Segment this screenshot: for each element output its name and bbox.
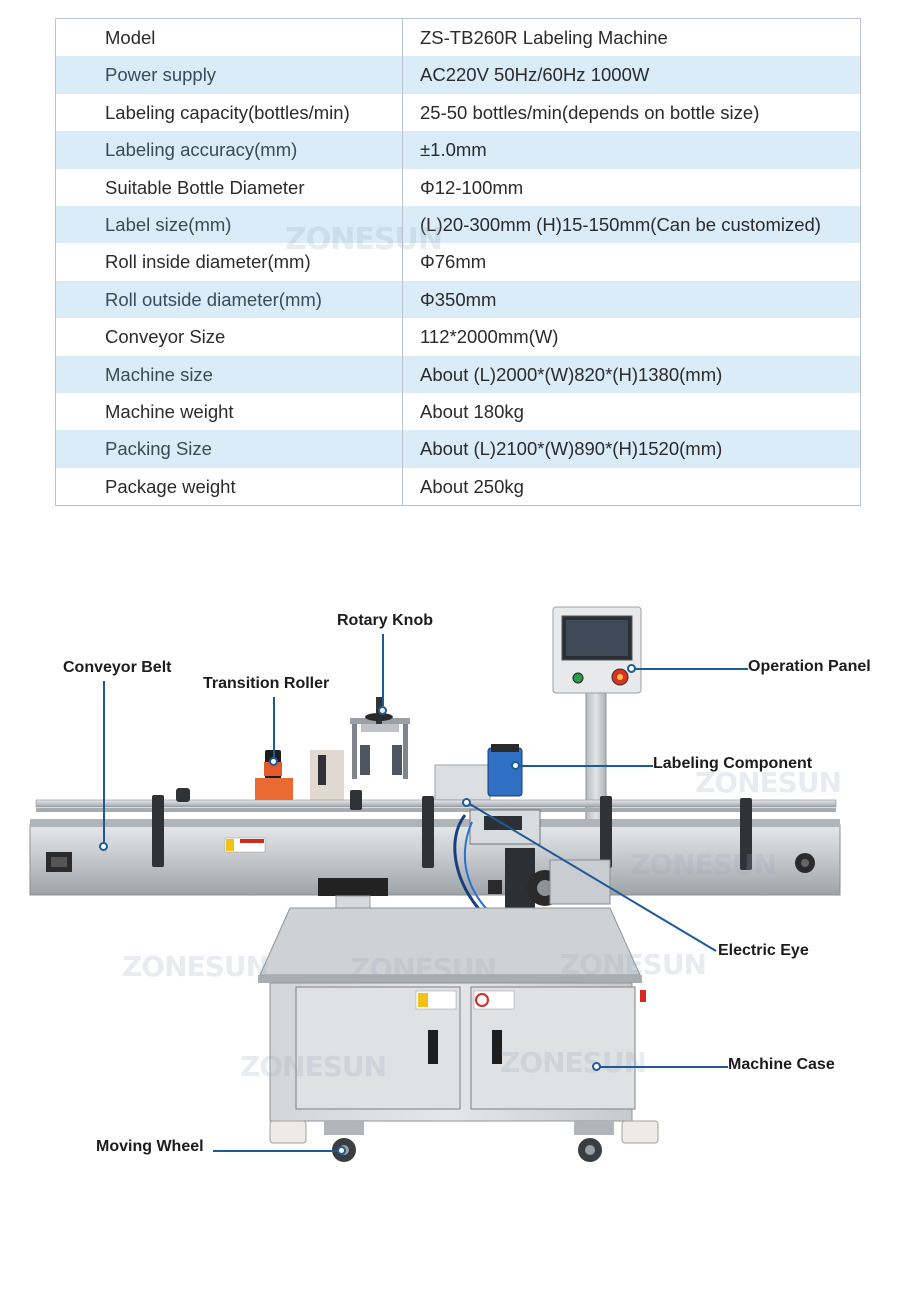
leader-line-transition-roller <box>273 697 275 759</box>
leader-dot-moving-wheel <box>337 1146 346 1155</box>
spec-label: Roll inside diameter(mm) <box>56 243 403 281</box>
leader-dot-machine-case <box>592 1062 601 1071</box>
spec-value: 112*2000mm(W) <box>420 326 559 348</box>
spec-label: Conveyor Size <box>56 318 403 356</box>
spec-row-model: Model ZS-TB260R Labeling Machine <box>56 19 860 57</box>
watermark-logo: ZONESUN <box>285 222 443 257</box>
spec-value: (L)20-300mm (H)15-150mm(Can be customize… <box>420 213 821 235</box>
watermark-logo: ZONESUN <box>695 766 842 799</box>
leader-dot-transition-roller <box>269 757 278 766</box>
spec-row-packing-size: Packing Size About (L)2100*(W)890*(H)152… <box>56 430 860 468</box>
spec-row-machine-size: Machine size About (L)2000*(W)820*(H)138… <box>56 355 860 393</box>
callout-moving-wheel: Moving Wheel <box>96 1138 204 1155</box>
leader-dot-rotary-knob <box>378 706 387 715</box>
spec-label: Packing Size <box>56 430 403 468</box>
leader-line-moving-wheel <box>213 1150 339 1152</box>
spec-value: About (L)2100*(W)890*(H)1520(mm) <box>420 438 723 460</box>
watermark-logo: ZONESUN <box>350 952 497 985</box>
spec-row-roll-outside-diameter: Roll outside diameter(mm) Φ350mm <box>56 280 860 319</box>
labeling-machine-illustration <box>29 606 841 1162</box>
leader-dot-electric-eye <box>462 798 471 807</box>
spec-row-power-supply: Power supply AC220V 50Hz/60Hz 1000W <box>56 56 860 94</box>
leader-line-labeling-component <box>519 765 653 767</box>
spec-label: Package weight <box>56 467 403 506</box>
machine-diagram: ZONESUN ZONESUN ZONESUN ZONESUN ZONESUN … <box>0 590 900 1190</box>
spec-value: Φ350mm <box>420 288 497 310</box>
spec-row-bottle-diameter: Suitable Bottle Diameter Φ12-100mm <box>56 168 860 206</box>
leader-line-operation-panel <box>634 668 748 670</box>
callout-machine-case: Machine Case <box>728 1056 835 1073</box>
callout-rotary-knob: Rotary Knob <box>337 612 433 629</box>
spec-value: ZS-TB260R Labeling Machine <box>420 27 668 48</box>
spec-table: Model ZS-TB260R Labeling Machine Power s… <box>55 18 861 507</box>
leader-line-conveyor-belt <box>103 681 105 844</box>
spec-label: Label size(mm) <box>56 205 403 244</box>
spec-value: Φ76mm <box>420 251 487 273</box>
watermark-logo: ZONESUN <box>630 848 777 881</box>
callout-electric-eye: Electric Eye <box>718 942 809 959</box>
spec-value: AC220V 50Hz/60Hz 1000W <box>420 64 650 86</box>
spec-row-machine-weight: Machine weight About 180kg <box>56 392 860 431</box>
spec-value: 25-50 bottles/min(depends on bottle size… <box>420 101 760 123</box>
watermark-logo: ZONESUN <box>500 1046 647 1079</box>
spec-label: Roll outside diameter(mm) <box>56 280 403 319</box>
leader-dot-conveyor-belt <box>99 842 108 851</box>
spec-row-label-size: Label size(mm) (L)20-300mm (H)15-150mm(C… <box>56 205 860 244</box>
leader-dot-labeling-component <box>511 761 520 770</box>
leader-line-machine-case <box>598 1066 728 1068</box>
leader-dot-operation-panel <box>627 664 636 673</box>
spec-label: Machine weight <box>56 392 403 431</box>
callout-conveyor-belt: Conveyor Belt <box>63 659 172 676</box>
watermark-logo: ZONESUN <box>560 948 707 981</box>
watermark-logo: ZONESUN <box>122 950 269 983</box>
spec-value: Φ12-100mm <box>420 176 524 198</box>
spec-row-labeling-capacity: Labeling capacity(bottles/min) 25-50 bot… <box>56 93 860 132</box>
leader-line-rotary-knob <box>382 634 384 706</box>
spec-label: Labeling accuracy(mm) <box>56 131 403 169</box>
spec-row-labeling-accuracy: Labeling accuracy(mm) ±1.0mm <box>56 131 860 169</box>
spec-value: ±1.0mm <box>420 139 487 161</box>
spec-label: Machine size <box>56 355 403 393</box>
spec-value: About 180kg <box>420 400 524 422</box>
spec-label: Power supply <box>56 56 403 94</box>
callout-labeling-component: Labeling Component <box>653 755 813 772</box>
callout-transition-roller: Transition Roller <box>203 675 330 692</box>
spec-value: About 250kg <box>420 475 524 497</box>
watermark-logo: ZONESUN <box>240 1050 387 1083</box>
spec-row-package-weight: Package weight About 250kg <box>56 467 860 506</box>
spec-label: Labeling capacity(bottles/min) <box>56 93 403 132</box>
spec-label: Model <box>56 19 403 57</box>
spec-value: About (L)2000*(W)820*(H)1380(mm) <box>420 363 723 385</box>
spec-label: Suitable Bottle Diameter <box>56 168 403 206</box>
callout-operation-panel: Operation Panel <box>748 658 871 675</box>
spec-row-roll-inside-diameter: Roll inside diameter(mm) Φ76mm <box>56 243 860 281</box>
spec-row-conveyor-size: Conveyor Size 112*2000mm(W) <box>56 318 860 356</box>
